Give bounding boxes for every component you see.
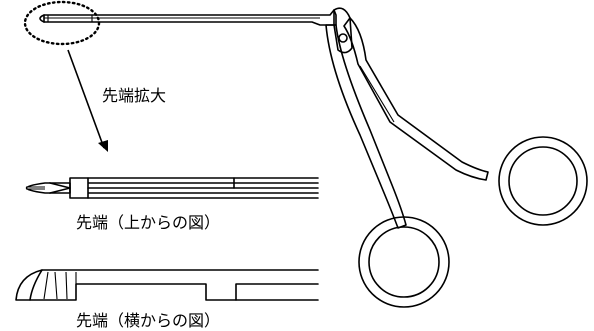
forceps-instrument (39, 7, 588, 308)
forceps-upper-handle (343, 17, 588, 226)
magnify-label: 先端拡大 (102, 86, 166, 105)
magnify-circle (23, 0, 101, 46)
forceps-hinge (333, 7, 353, 54)
forceps-shaft (39, 9, 337, 26)
tip-top-view (25, 177, 319, 199)
magnify-arrow (67, 49, 108, 152)
top-view-label: 先端（上からの図） (76, 213, 220, 232)
forceps-lower-handle (325, 24, 450, 308)
tip-side-view (15, 269, 319, 301)
side-view-label: 先端（横からの図） (76, 311, 220, 330)
